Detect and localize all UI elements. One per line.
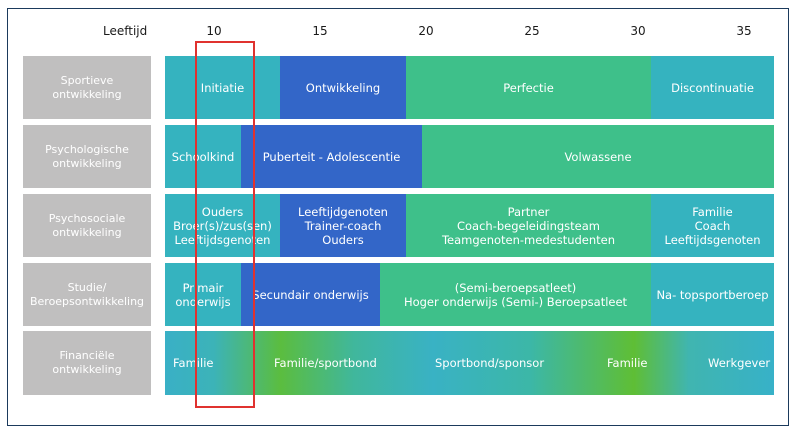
segment-leeftijdgenoten: Leeftijdgenoten Trainer-coach Ouders bbox=[280, 194, 406, 257]
row-label-studie: Studie/ Beroepsontwikkeling bbox=[23, 263, 151, 326]
segment-discontinuatie: Discontinuatie bbox=[651, 56, 774, 119]
segment-perfectie: Perfectie bbox=[406, 56, 651, 119]
age-tick-20: 20 bbox=[418, 24, 434, 38]
row-label-psychosociaal: Psychosociale ontwikkeling bbox=[23, 194, 151, 257]
segment-primair-onderwijs: Primair onderwijs bbox=[165, 263, 241, 326]
segment-volwassene: Volwassene bbox=[422, 125, 774, 188]
segment-familie-coach: Familie Coach Leeftijdsgenoten bbox=[651, 194, 774, 257]
row-label-financieel: Financiële ontwikkeling bbox=[23, 331, 151, 395]
segment-initiatie: Initiatie bbox=[165, 56, 280, 119]
segment-familie-2: Familie bbox=[607, 356, 648, 370]
segment-familie: Familie bbox=[173, 356, 214, 370]
segment-puberteit: Puberteit - Adolescentie bbox=[241, 125, 422, 188]
segment-schoolkind: Schoolkind bbox=[165, 125, 241, 188]
diagram-frame bbox=[7, 8, 789, 426]
segment-werkgever: Werkgever bbox=[708, 356, 771, 370]
financieel-gradient-bar bbox=[165, 331, 774, 395]
segment-ouders: Ouders Broer(s)/zus(sen) Leeftijdsgenote… bbox=[165, 194, 280, 257]
age-highlight-box bbox=[195, 41, 255, 408]
segment-hoger-onderwijs: (Semi-beroepsatleet) Hoger onderwijs (Se… bbox=[380, 263, 651, 326]
age-tick-25: 25 bbox=[524, 24, 540, 38]
axis-label: Leeftijd bbox=[103, 24, 148, 38]
age-tick-30: 30 bbox=[630, 24, 646, 38]
row-label-psychologisch: Psychologische ontwikkeling bbox=[23, 125, 151, 188]
row-label-sportief: Sportieve ontwikkeling bbox=[23, 56, 151, 119]
age-tick-15: 15 bbox=[312, 24, 328, 38]
segment-secundair-onderwijs: Secundair onderwijs bbox=[241, 263, 380, 326]
age-tick-35: 35 bbox=[736, 24, 752, 38]
age-tick-10: 10 bbox=[206, 24, 222, 38]
segment-na-topsportberoep: Na- topsportberoep bbox=[651, 263, 774, 326]
segment-partner: Partner Coach-begeleidingsteam Teamgenot… bbox=[406, 194, 651, 257]
segment-ontwikkeling: Ontwikkeling bbox=[280, 56, 406, 119]
segment-sportbond-sponsor: Sportbond/sponsor bbox=[435, 356, 545, 370]
segment-familie-sportbond: Familie/sportbond bbox=[274, 356, 377, 370]
